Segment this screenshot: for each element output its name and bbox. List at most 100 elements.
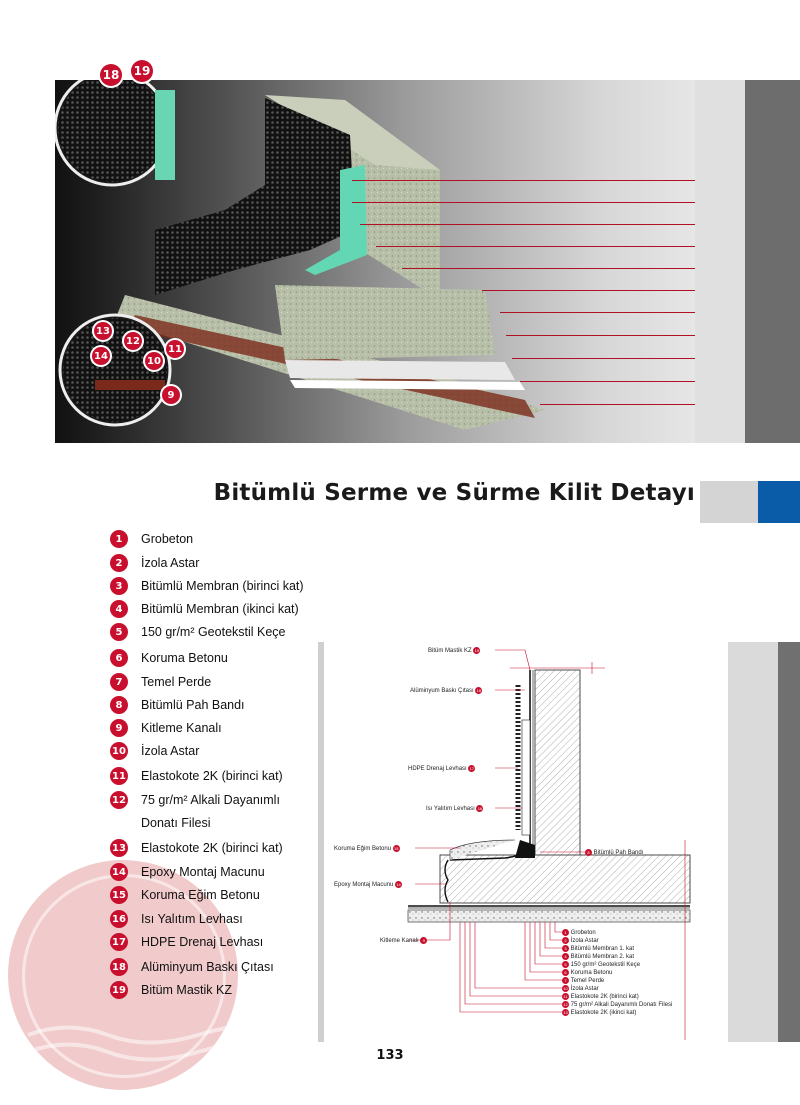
drawing-bottom-label-10: 10 İzola Astar <box>562 985 599 992</box>
legend-label: Temel Perde <box>141 675 212 689</box>
legend-number-badge: 2 <box>110 554 128 572</box>
page-title: Bitümlü Serme ve Sürme Kilit Detayı <box>213 480 695 506</box>
legend-number-badge: 5 <box>110 623 128 641</box>
drawing-number-badge: 5 <box>562 961 569 968</box>
drawing-number-badge: 2 <box>562 937 569 944</box>
page-number: 133 <box>376 1048 404 1063</box>
callout-line-16 <box>352 202 697 203</box>
callout-line-2 <box>520 381 697 382</box>
callout-line-4 <box>506 335 697 336</box>
legend-label: Elastokote 2K (birinci kat) <box>141 841 283 855</box>
drawing-bottom-label-12: 12 75 gr/m² Alkali Dayanımlı Donatı File… <box>562 1001 673 1008</box>
drawing-number-badge: 16 <box>476 805 484 812</box>
section-drawing-svg <box>407 649 691 1040</box>
legend-number-badge: 6 <box>110 649 128 667</box>
drawing-number-badge: 19 <box>473 647 481 654</box>
legend-number-badge: 3 <box>110 577 128 595</box>
drawing-bottom-label-1: 1 Grobeton <box>562 929 596 936</box>
drawing-label-bitum-mastik: Bitüm Mastik KZ 19 <box>428 647 481 654</box>
inset-callout-14: 14 <box>92 347 110 365</box>
legend-number-badge: 17 <box>110 933 128 951</box>
legend-item-2: 2 İzola Astar <box>110 553 199 573</box>
legend-item-17: 17 HDPE Drenaj Levhası <box>110 932 263 952</box>
decorative-bar-light-2 <box>728 642 778 1042</box>
drawing-number-badge: 18 <box>475 687 483 694</box>
legend-label: Bitüm Mastik KZ <box>141 983 232 997</box>
legend-number-badge: 18 <box>110 958 128 976</box>
drawing-number-badge: 12 <box>562 1001 569 1008</box>
legend-label: 75 gr/m² Alkali Dayanımlı <box>141 793 280 807</box>
legend-label: İzola Astar <box>141 556 200 570</box>
drawing-number-badge: 11 <box>562 993 569 1000</box>
legend-item-7: 7 Temel Perde <box>110 672 211 692</box>
drawing-number-badge: 17 <box>468 765 476 772</box>
legend-number-badge: 11 <box>110 767 128 785</box>
legend-item-12-continuation: Donatı Filesi <box>141 816 211 830</box>
inset-callout-9: 9 <box>162 386 180 404</box>
drawing-bottom-label-13: 13 Elastokote 2K (ikinci kat) <box>562 1009 637 1016</box>
decorative-bar-dark <box>745 80 800 443</box>
drawing-divider-bar <box>318 642 324 1042</box>
drawing-number-badge: 13 <box>562 1009 569 1016</box>
legend-label: Epoxy Montaj Macunu <box>141 865 265 879</box>
drawing-label-pah-bandi: 8 Bitümlü Pah Bandı <box>585 849 643 856</box>
legend-number-badge: 8 <box>110 696 128 714</box>
callout-line-3 <box>512 358 697 359</box>
drawing-bottom-label-7: 7 Temel Perde <box>562 977 604 984</box>
legend-number-badge: 16 <box>110 910 128 928</box>
inset-callout-19: 19 <box>131 60 153 82</box>
drawing-number-badge: 9 <box>420 937 428 944</box>
drawing-number-badge: 7 <box>562 977 569 984</box>
legend-label: 150 gr/m² Geotekstil Keçe <box>141 625 286 639</box>
drawing-label-epoxy: Epoxy Montaj Macunu 14 <box>334 881 403 888</box>
drawing-label-kitleme: Kitleme Kanalı 9 <box>380 937 428 944</box>
legend-label: Alüminyum Baskı Çıtası <box>141 960 274 974</box>
legend-item-8: 8 Bitümlü Pah Bandı <box>110 695 245 715</box>
inset-callout-11: 11 <box>166 340 184 358</box>
inset-callout-13: 13 <box>94 322 112 340</box>
legend-number-badge: 13 <box>110 839 128 857</box>
callout-line-1 <box>540 404 697 405</box>
callout-line-6 <box>482 290 697 291</box>
legend-label: Koruma Betonu <box>141 651 228 665</box>
legend-item-6: 6 Koruma Betonu <box>110 648 228 668</box>
callout-line-17 <box>352 180 697 181</box>
section-drawing: Bitüm Mastik KZ 19 Alüminyum Baskı Çıtas… <box>330 640 725 1040</box>
drawing-bottom-label-6: 6 Koruma Betonu <box>562 969 612 976</box>
legend-number-badge: 15 <box>110 886 128 904</box>
callout-line-15 <box>360 224 697 225</box>
inset-callout-12: 12 <box>124 332 142 350</box>
drawing-bottom-label-4: 4 Bitümlü Membran 2. kat <box>562 953 634 960</box>
legend-item-11: 11 Elastokote 2K (birinci kat) <box>110 766 283 786</box>
legend-item-13: 13 Elastokote 2K (birinci kat) <box>110 838 283 858</box>
legend-label: Isı Yalıtım Levhası <box>141 912 243 926</box>
hero-illustration <box>55 80 545 430</box>
legend-item-9: 9 Kitleme Kanalı <box>110 718 222 738</box>
legend-number-badge: 7 <box>110 673 128 691</box>
drawing-number-badge: 8 <box>585 849 592 856</box>
drawing-number-badge: 15 <box>392 845 400 852</box>
legend-label: Kitleme Kanalı <box>141 721 222 735</box>
legend-number-badge: 9 <box>110 719 128 737</box>
hero-render <box>55 80 695 443</box>
drawing-label-aluminyum: Alüminyum Baskı Çıtası 18 <box>410 687 483 694</box>
drawing-number-badge: 4 <box>562 953 569 960</box>
legend-label: Elastokote 2K (birinci kat) <box>141 769 283 783</box>
legend-number-badge: 4 <box>110 600 128 618</box>
drawing-number-badge: 14 <box>395 881 403 888</box>
legend-item-16: 16 Isı Yalıtım Levhası <box>110 909 243 929</box>
drawing-bottom-label-3: 3 Bitümlü Membran 1. kat <box>562 945 634 952</box>
legend-item-18: 18 Alüminyum Baskı Çıtası <box>110 957 274 977</box>
legend-label: Bitümlü Pah Bandı <box>141 698 245 712</box>
drawing-label-koruma-egim: Koruma Eğim Betonu 15 <box>334 845 400 852</box>
drawing-number-badge: 1 <box>562 929 569 936</box>
legend-label: Bitümlü Membran (ikinci kat) <box>141 602 299 616</box>
title-accent-blue <box>758 481 800 523</box>
decorative-bar-dark-2 <box>778 642 800 1042</box>
callout-line-5 <box>500 312 697 313</box>
legend-label: HDPE Drenaj Levhası <box>141 935 264 949</box>
callout-line-8 <box>376 246 697 247</box>
